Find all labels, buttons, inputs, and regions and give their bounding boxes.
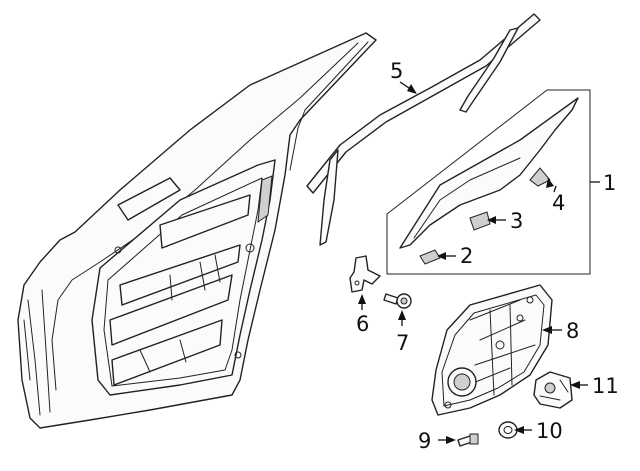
bolt-9 (457, 433, 479, 447)
callout-3: 3 (510, 209, 523, 233)
regulator-motor-11 (533, 371, 573, 409)
window-regulator-8 (431, 284, 553, 416)
glass-clip-2 (419, 249, 441, 265)
callout-8: 8 (566, 319, 579, 343)
callout-7: 7 (396, 331, 409, 355)
callout-6: 6 (356, 312, 369, 336)
callout-1: 1 (603, 171, 616, 195)
glass-assembly-box (386, 89, 591, 275)
callout-11: 11 (592, 374, 619, 398)
callout-2: 2 (460, 244, 473, 268)
glass-stopper-4 (529, 167, 551, 187)
leader-lines (358, 81, 600, 444)
glass-run-channel (306, 13, 541, 246)
callout-9: 9 (418, 429, 431, 453)
glass-clip-3 (469, 211, 491, 231)
callout-5: 5 (390, 59, 403, 83)
bracket-6 (349, 255, 381, 293)
door-shell (17, 32, 377, 429)
callout-4: 4 (552, 191, 565, 215)
bolt-7 (383, 293, 412, 309)
grommet-10 (498, 421, 518, 439)
callout-10: 10 (536, 419, 563, 443)
